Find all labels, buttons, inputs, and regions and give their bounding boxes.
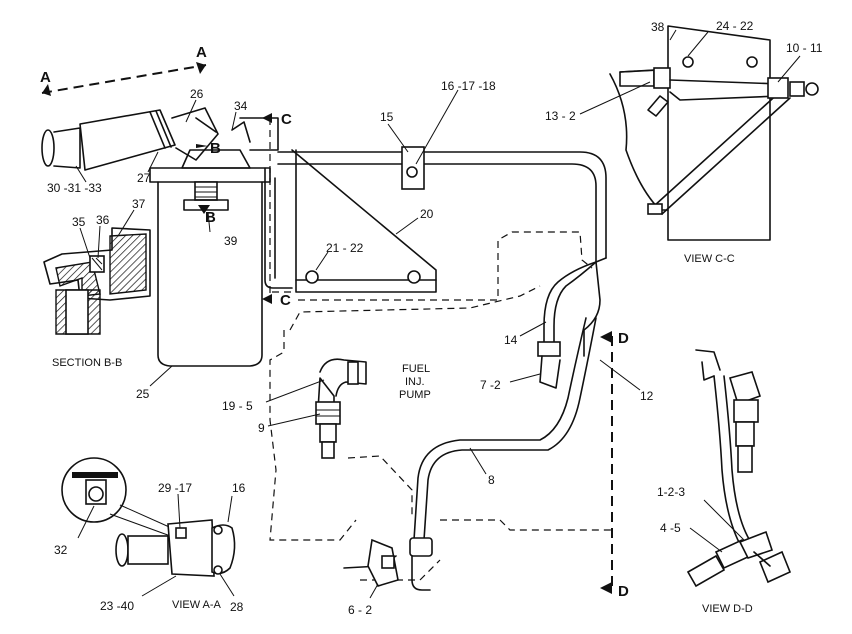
- section-b-lower-label: B: [205, 209, 216, 226]
- section-b-b-title: SECTION B-B: [52, 357, 122, 369]
- fuel-filter: B B: [149, 117, 279, 367]
- callout-26: 26: [190, 87, 204, 101]
- callout-1-2-3: 1-2-3: [657, 485, 685, 499]
- section-c-lower-label: C: [280, 292, 291, 309]
- callout-12: 12: [640, 389, 654, 403]
- fuel-pump-line3: PUMP: [399, 389, 431, 401]
- view-c-c-detail: VIEW C-C: [609, 25, 819, 265]
- view-a-a-title: VIEW A-A: [172, 599, 222, 611]
- callout-32: 32: [54, 543, 68, 557]
- section-b-b-detail: SECTION B-B: [43, 227, 151, 369]
- callout-16-view-a: 16: [232, 481, 246, 495]
- callout-39: 39: [224, 234, 238, 248]
- fuel-lines-and-bracket: [264, 146, 612, 581]
- fuel-pump-line2: INJ.: [405, 376, 425, 388]
- section-d-upper-label: D: [618, 330, 629, 347]
- elbow-fitting-and-connector: [315, 358, 367, 459]
- view-a-a-detail: VIEW A-A: [61, 457, 236, 611]
- view-d-d-detail: VIEW D-D: [686, 349, 792, 615]
- callout-16-17-18: 16 -17 -18: [441, 79, 496, 93]
- section-a-left-label: A: [40, 69, 51, 86]
- callout-23-40: 23 -40: [100, 599, 134, 613]
- callout-30-31-33: 30 -31 -33: [47, 181, 102, 195]
- view-d-d-title: VIEW D-D: [702, 603, 753, 615]
- callout-34: 34: [234, 99, 248, 113]
- callout-29-17: 29 -17: [158, 481, 192, 495]
- section-d-lower-label: D: [618, 583, 629, 600]
- leader-lines: [75, 29, 801, 599]
- callout-6-2: 6 - 2: [348, 603, 372, 617]
- callout-10-11: 10 - 11: [786, 41, 823, 55]
- fuel-injection-pump-label: FUEL INJ. PUMP: [399, 363, 431, 401]
- callout-25: 25: [136, 387, 150, 401]
- callout-14: 14: [504, 333, 518, 347]
- section-c-upper-label: C: [281, 111, 292, 128]
- callout-36: 36: [96, 213, 110, 227]
- callout-8: 8: [488, 473, 495, 487]
- callout-28: 28: [230, 600, 244, 614]
- callout-13-2: 13 - 2: [545, 109, 576, 123]
- section-b-upper-label: B: [210, 140, 221, 157]
- fuel-line-14-and-8: [343, 257, 607, 591]
- callout-27: 27: [137, 171, 151, 185]
- callout-15: 15: [380, 110, 394, 124]
- section-a-a-marker: A A: [40, 44, 207, 96]
- section-a-right-label: A: [196, 44, 207, 61]
- section-d-d-marker: D D: [600, 330, 629, 600]
- fuel-pump-line1: FUEL: [402, 363, 430, 375]
- callout-20: 20: [420, 207, 434, 221]
- view-c-c-title: VIEW C-C: [684, 253, 735, 265]
- hand-primer-pump: [41, 107, 219, 171]
- callout-7-2: 7 -2: [480, 378, 501, 392]
- callout-24-22: 24 - 22: [716, 19, 754, 33]
- callout-21-22: 21 - 22: [326, 241, 364, 255]
- callout-19-5: 19 - 5: [222, 399, 253, 413]
- callout-38: 38: [651, 20, 665, 34]
- section-c-c-marker: C C: [262, 111, 292, 309]
- callout-labels: 26 27 30 -31 -33 34 15 16 -17 -18 20 21 …: [47, 19, 823, 617]
- callout-37: 37: [132, 197, 146, 211]
- callout-9: 9: [258, 421, 265, 435]
- callout-35: 35: [72, 215, 86, 229]
- callout-4-5: 4 -5: [660, 521, 681, 535]
